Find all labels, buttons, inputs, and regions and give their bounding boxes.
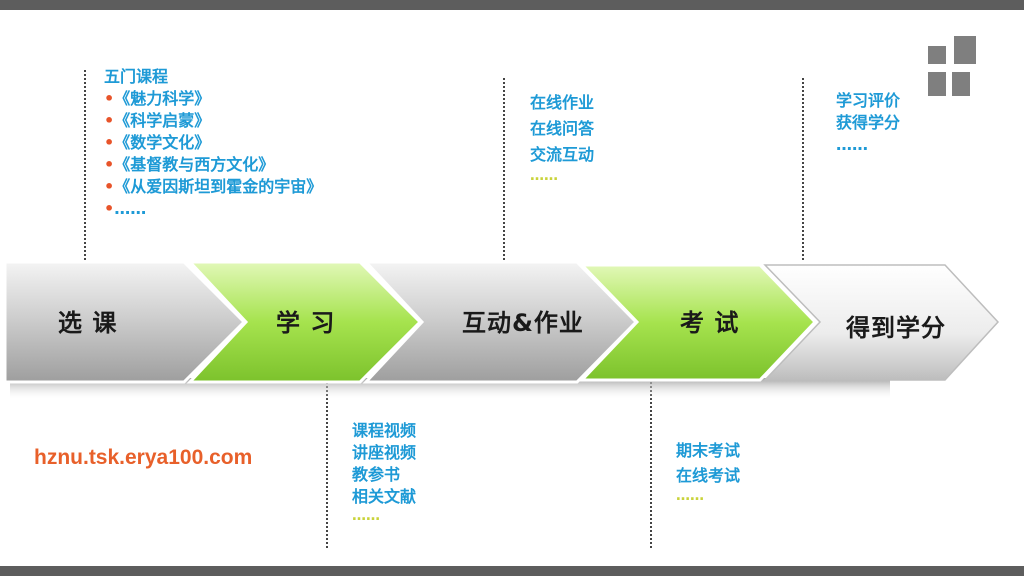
- stage-label-interact: 互动&作业: [462, 309, 584, 337]
- note-interact-line: 交流互动: [530, 145, 595, 164]
- note-select-title: 五门课程: [104, 67, 169, 86]
- top-border-bar: [0, 0, 1024, 10]
- note-study-line: 教参书: [352, 465, 401, 484]
- note-credit-line: 获得学分: [836, 113, 901, 132]
- note-interact: 在线作业 在线问答 交流互动 ……: [530, 90, 594, 184]
- note-exam-line: 在线考试: [676, 466, 741, 485]
- note-exam: 期末考试 在线考试 ……: [676, 438, 740, 504]
- note-study-line: 相关文献: [352, 487, 417, 506]
- note-exam-ellipsis: ……: [676, 488, 704, 504]
- note-study-line: 讲座视频: [352, 443, 417, 462]
- note-interact-line: 在线作业: [530, 93, 595, 112]
- connector-study: [326, 382, 328, 548]
- note-study: 课程视频 讲座视频 教参书 相关文献 ……: [352, 420, 416, 524]
- note-select-item: •《魅力科学》: [104, 89, 211, 108]
- bottom-border-bar: [0, 566, 1024, 576]
- note-select: 五门课程 •《魅力科学》 •《科学启蒙》 •《数学文化》 •《基督教与西方文化》…: [104, 66, 322, 220]
- note-study-line: 课程视频: [352, 421, 417, 440]
- connector-interact: [503, 78, 505, 260]
- stage-label-exam: 考 试: [680, 309, 740, 337]
- stage-label-study: 学 习: [276, 309, 336, 337]
- chevron-5: [763, 264, 1000, 381]
- note-exam-line: 期末考试: [676, 441, 741, 460]
- note-interact-ellipsis: ……: [530, 168, 558, 184]
- note-study-ellipsis: ……: [352, 508, 380, 524]
- stage-label-credit: 得到学分: [846, 314, 946, 342]
- note-select-item: •《科学启蒙》: [104, 111, 211, 130]
- chevron-1: [3, 260, 247, 384]
- connector-credit: [802, 78, 804, 260]
- note-credit: 学习评价 获得学分 ……: [836, 90, 900, 156]
- connector-exam: [650, 382, 652, 548]
- course-site-url[interactable]: hznu.tsk.erya100.com: [34, 446, 253, 469]
- note-credit-line: 学习评价: [836, 91, 901, 110]
- note-interact-line: 在线问答: [530, 119, 595, 138]
- note-select-item: •……: [104, 199, 147, 218]
- note-credit-ellipsis: ……: [836, 135, 868, 154]
- connector-select: [84, 70, 86, 260]
- note-select-item: •《从爱因斯坦到霍金的宇宙》: [104, 177, 323, 196]
- stage-label-select: 选 课: [58, 309, 118, 337]
- note-select-item: •《数学文化》: [104, 133, 211, 152]
- logo-squares-icon: [928, 36, 980, 98]
- note-select-item: •《基督教与西方文化》: [104, 155, 275, 174]
